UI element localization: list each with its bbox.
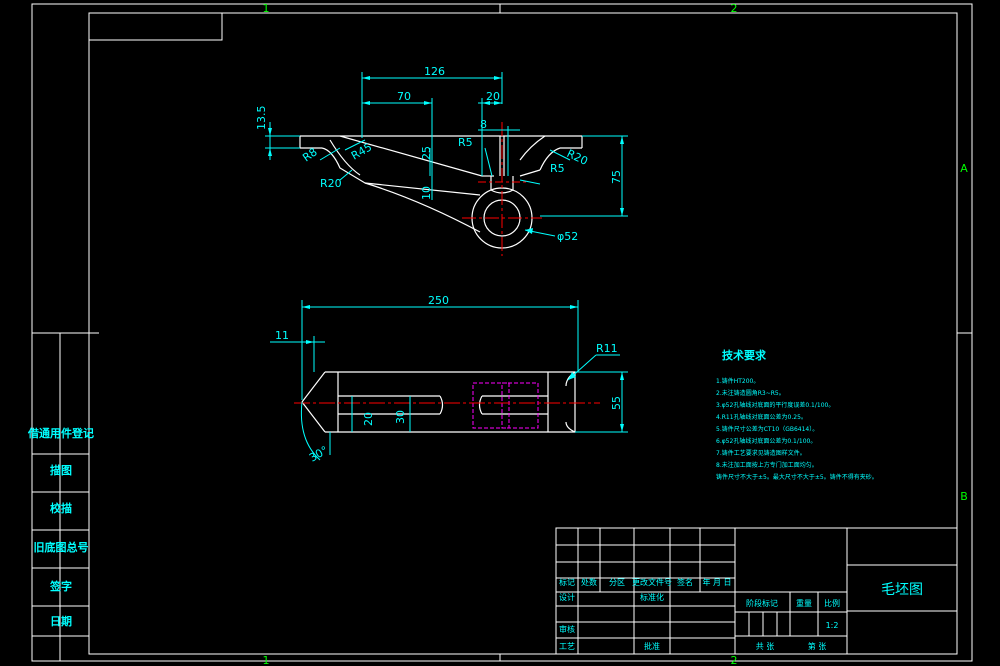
dim-11: 11 — [275, 329, 289, 342]
tb-zone: 分区 — [609, 578, 625, 587]
tech-req-title: 技术要求 — [722, 348, 767, 362]
front-view-dim-lines — [270, 300, 628, 461]
dim-70: 70 — [397, 90, 411, 103]
tb-sheet-no: 第 张 — [808, 641, 827, 651]
tb-approve: 批准 — [644, 641, 660, 651]
dim-r45: R45 — [349, 141, 374, 163]
tb-process: 工艺 — [559, 642, 575, 651]
tb-date: 年 月 日 — [702, 577, 731, 587]
dim-phi52: φ52 — [557, 230, 578, 243]
tech-req-line-2: 2.未注铸造圆角R3~R5。 — [716, 389, 785, 397]
side-row-date: 日期 — [50, 614, 72, 628]
front-view-dim-text: 250 11 R11 20 30 55 30° — [275, 294, 623, 465]
tb-mark: 标记 — [559, 577, 575, 587]
dim-126: 126 — [424, 65, 445, 78]
side-row-olddwg: 旧底图总号 — [34, 540, 89, 554]
technical-requirements: 技术要求 1.铸件HT200。 2.未注铸造圆角R3~R5。 3.φ52孔轴线对… — [716, 348, 878, 481]
tb-drawing-name: 毛坯图 — [881, 582, 923, 598]
dim-75: 75 — [610, 170, 623, 184]
tb-stage-mark: 阶段标记 — [746, 598, 778, 608]
zone-right-b: B — [960, 490, 968, 503]
tech-req-line-4: 4.R11孔轴线对底面公差为0.25。 — [716, 413, 807, 421]
zone-right-a: A — [960, 162, 968, 175]
tech-req-line-7: 7.铸件工艺要求见铸造图样文件。 — [716, 449, 806, 457]
dim-13-5: 13.5 — [255, 106, 268, 131]
side-row-sign: 签字 — [49, 579, 72, 593]
tb-scale-label: 比例 — [824, 598, 840, 608]
tb-sheets-total: 共 张 — [756, 642, 775, 651]
zone-top-2: 2 — [731, 2, 738, 15]
front-view: 250 11 R11 20 30 55 30° — [270, 294, 628, 465]
top-view-outline — [299, 135, 583, 249]
side-row-trace: 描图 — [50, 463, 72, 477]
front-view-outline — [301, 371, 576, 433]
front-view-hidden-lines — [472, 382, 539, 429]
tech-req-line-9: 铸件尺寸不大于±5。最大尺寸不大于±5。铸件不得有夹砂。 — [716, 473, 878, 481]
zone-bottom-1: 1 — [263, 654, 270, 666]
zone-labels: 1 2 1 2 A B — [263, 2, 969, 666]
top-view-arrows — [268, 76, 624, 234]
dim-20: 20 — [486, 90, 500, 103]
dim-r20-left: R20 — [320, 177, 342, 190]
dim-250: 250 — [428, 294, 449, 307]
dim-r5-left: R5 — [458, 136, 473, 149]
side-table: 借通用件登记 描图 校描 旧底图总号 签字 日期 — [27, 332, 94, 661]
tb-standardize: 标准化 — [640, 592, 664, 602]
title-block: 标记 处数 分区 更改文件号 签名 年 月 日 设计 标准化 审核 工艺 批准 … — [555, 527, 958, 655]
top-left-code-box — [88, 12, 223, 41]
dim-r11: R11 — [596, 342, 618, 355]
top-view: 126 70 20 8 13.5 25 10 75 R5 R5 R8 R20 R… — [255, 65, 628, 256]
tech-req-line-5: 5.铸件尺寸公差为CT10（GB6414）。 — [716, 425, 818, 433]
dim-55: 55 — [610, 396, 623, 410]
tb-design: 设计 — [559, 592, 575, 602]
zone-top-1: 1 — [263, 2, 270, 15]
tech-req-line-1: 1.铸件HT200。 — [716, 377, 759, 385]
tb-weight: 重量 — [796, 598, 812, 608]
side-row-check: 校描 — [50, 501, 72, 515]
dim-20-front: 20 — [362, 412, 375, 426]
zone-bottom-2: 2 — [731, 654, 738, 666]
tb-count: 处数 — [581, 577, 597, 587]
dim-30-angle: 30° — [307, 444, 330, 465]
side-row-reg: 借通用件登记 — [27, 426, 94, 440]
tb-review: 审核 — [559, 624, 575, 634]
tech-req-line-3: 3.φ52孔轴线对底面的平行度误差0.1/100。 — [716, 401, 834, 409]
dim-30-front: 30 — [394, 410, 407, 424]
tb-scale: 1:2 — [826, 621, 839, 630]
tech-req-line-8: 8.未注加工面按上方专门加工面均匀。 — [716, 461, 818, 469]
dim-25: 25 — [420, 146, 433, 160]
tb-change-doc: 更改文件号 — [632, 577, 672, 587]
dim-r5-right: R5 — [550, 162, 565, 175]
front-view-arrows — [302, 305, 624, 432]
top-view-centerlines — [462, 122, 542, 256]
inner-border — [88, 12, 958, 655]
dim-r20-right: R20 — [565, 147, 590, 168]
dim-8: 8 — [480, 118, 487, 131]
tb-signature: 签名 — [677, 577, 693, 587]
tech-req-line-6: 6.φ52孔轴线对底面公差为0.1/100。 — [716, 437, 816, 445]
dim-10: 10 — [420, 186, 433, 200]
